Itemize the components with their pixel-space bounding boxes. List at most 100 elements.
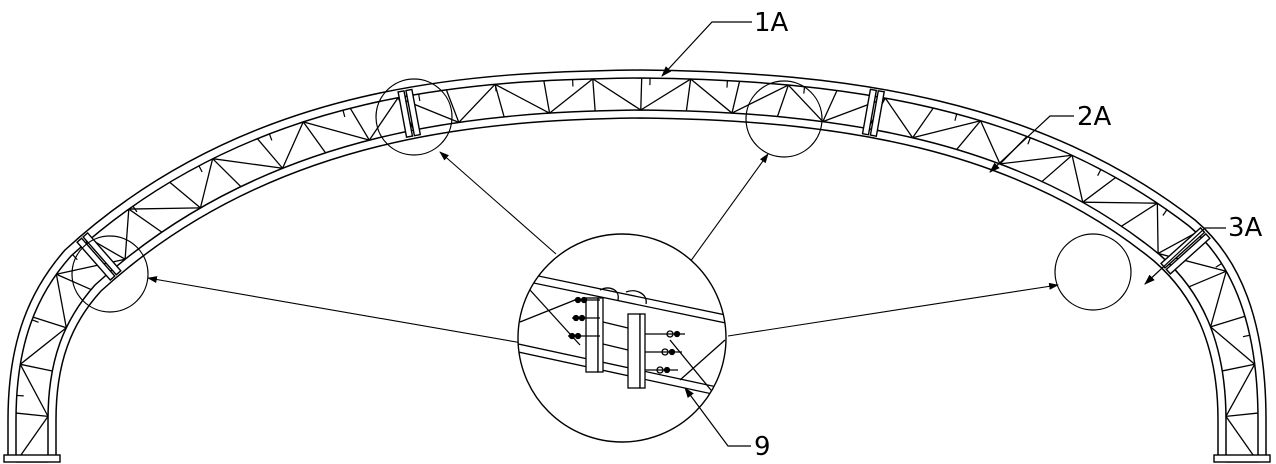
web-post bbox=[1157, 232, 1197, 255]
web-diagonal bbox=[494, 83, 550, 114]
web-post bbox=[1041, 154, 1073, 182]
left-foot-base bbox=[3, 454, 61, 463]
detail-plate-left-flange bbox=[597, 297, 604, 373]
detail-plate-right-flange bbox=[639, 313, 646, 389]
web-diagonal bbox=[212, 158, 283, 169]
web-post bbox=[956, 120, 982, 150]
web-post bbox=[20, 363, 53, 372]
right-foot-base bbox=[1213, 454, 1271, 463]
web-diagonal bbox=[55, 274, 67, 328]
leader-to-center-left-joint bbox=[439, 151, 557, 255]
web-diagonal bbox=[731, 84, 789, 114]
web-post bbox=[302, 121, 327, 154]
web-post bbox=[685, 78, 692, 112]
web-post bbox=[1121, 202, 1158, 227]
web-post bbox=[640, 77, 643, 111]
chord-tick bbox=[1027, 137, 1031, 145]
detail-circle bbox=[517, 233, 727, 443]
web-diagonal bbox=[124, 209, 130, 260]
web-post bbox=[543, 80, 551, 114]
web-diagonal bbox=[979, 120, 1001, 165]
web-post bbox=[169, 181, 201, 209]
web-diagonal bbox=[640, 78, 691, 111]
web-post bbox=[32, 316, 67, 329]
web-diagonal bbox=[690, 78, 733, 114]
chord-tick bbox=[198, 165, 203, 173]
detail-bolts-left bbox=[568, 296, 600, 340]
detail-leaders bbox=[147, 151, 1059, 345]
web-diagonal bbox=[1210, 326, 1256, 365]
detail-plate-right bbox=[627, 313, 641, 389]
web-post bbox=[212, 158, 242, 188]
chord-tick bbox=[31, 319, 39, 323]
detail-link-2 bbox=[602, 343, 629, 351]
detail-web-right-1 bbox=[669, 339, 716, 396]
web-diagonal bbox=[458, 83, 496, 123]
chord-tick bbox=[72, 254, 78, 261]
label-1a: 1A bbox=[754, 8, 789, 38]
web-diagonal bbox=[592, 78, 642, 111]
chord-tick bbox=[954, 113, 958, 121]
web-post bbox=[1222, 363, 1255, 372]
joint-circle-center-left bbox=[375, 78, 453, 156]
callout-leaders bbox=[661, 21, 1226, 447]
detail-chord-top-2 bbox=[518, 275, 726, 327]
web-diagonal bbox=[999, 154, 1073, 165]
joint-circles bbox=[71, 78, 1132, 313]
detail-view bbox=[517, 233, 727, 443]
detail-link-1 bbox=[602, 321, 629, 329]
detail-plate-left bbox=[585, 297, 599, 373]
chord-tick bbox=[803, 86, 806, 94]
leader-to-right-joint bbox=[727, 282, 1059, 337]
web-diagonal bbox=[281, 121, 304, 169]
chord-tick bbox=[268, 133, 273, 141]
splice-plate bbox=[1165, 232, 1211, 275]
web-post bbox=[15, 412, 49, 418]
chord-tick bbox=[1215, 263, 1223, 268]
web-post bbox=[1225, 412, 1259, 418]
detail-chord-bottom-2 bbox=[518, 347, 726, 401]
splice-plate bbox=[405, 88, 422, 137]
web-post bbox=[1188, 270, 1227, 288]
web-post bbox=[912, 107, 934, 139]
splice-plate bbox=[82, 231, 122, 276]
web-diagonal bbox=[368, 97, 399, 141]
chord-tick bbox=[1162, 209, 1168, 216]
callout-leader-9 bbox=[684, 387, 751, 447]
web-post bbox=[128, 208, 163, 233]
web-post bbox=[776, 84, 789, 117]
web-diagonal bbox=[1082, 201, 1158, 204]
web-post bbox=[445, 89, 460, 123]
web-diagonal bbox=[1071, 155, 1084, 203]
detail-web-right-2 bbox=[679, 339, 726, 381]
splice-plate bbox=[869, 89, 886, 137]
web-diagonal bbox=[19, 364, 49, 417]
web-diagonal bbox=[128, 207, 201, 210]
label-2a: 2A bbox=[1077, 102, 1112, 132]
web-diagonal bbox=[1156, 203, 1159, 254]
chord-tick bbox=[494, 84, 497, 92]
joint-circle-center-right bbox=[745, 80, 823, 158]
outer-chord-outer bbox=[7, 69, 1267, 462]
web-post bbox=[822, 90, 838, 122]
web-diagonal bbox=[549, 78, 594, 114]
detail-tube-end-left bbox=[599, 287, 619, 301]
splice-plate bbox=[861, 88, 878, 136]
web-post bbox=[349, 107, 370, 141]
callout-leader-3a bbox=[1144, 227, 1226, 285]
chord-tick bbox=[1242, 334, 1250, 338]
label-3a: 3A bbox=[1228, 213, 1263, 243]
leader-to-center-right-joint bbox=[689, 153, 769, 263]
leader-to-left-joint bbox=[147, 276, 529, 345]
callout-leader-1a bbox=[661, 21, 752, 77]
detail-web-left-2 bbox=[519, 299, 576, 323]
chord-tick bbox=[1097, 169, 1102, 176]
web-diagonal bbox=[787, 84, 824, 123]
callout-leader-2a bbox=[989, 115, 1074, 173]
foot-bases bbox=[3, 454, 1271, 463]
web-post bbox=[1082, 177, 1117, 203]
chord-ticks bbox=[16, 78, 1250, 397]
label-9: 9 bbox=[754, 432, 771, 462]
chord-tick bbox=[418, 93, 421, 102]
